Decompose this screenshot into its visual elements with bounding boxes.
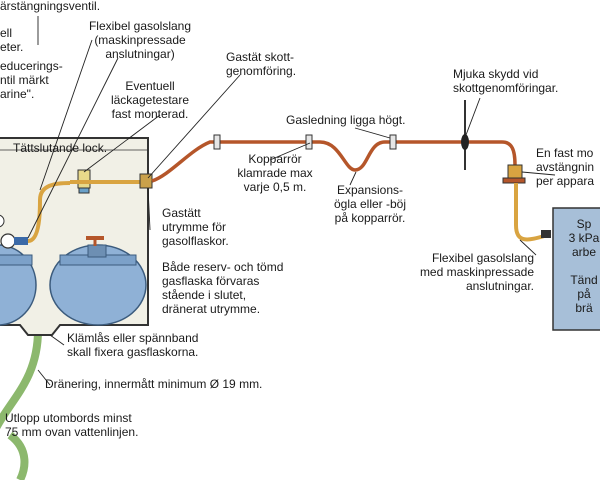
label-storage-note: Både reserv- och tömd gasflaska förvaras… (162, 260, 284, 316)
label-flex-hose-top: Flexibel gasolslang (maskinpressade ansl… (88, 19, 192, 61)
leader-lines (27, 16, 556, 386)
drain-hose-lower (7, 431, 29, 480)
soft-protection-grommet (461, 134, 469, 150)
label-outlet: Utlopp utombords minst 75 mm ovan vatten… (5, 411, 139, 439)
label-soft-protection: Mjuka skydd vid skottgenomföringar. (453, 67, 559, 95)
label-copper-clamped: Kopparrör klamrade max varje 0,5 m. (237, 152, 313, 194)
regulator-dial-icon (0, 214, 5, 228)
label-flex-hose-right: Flexibel gasolslang med maskinpressade a… (419, 251, 534, 293)
label-gas-tight-space: Gastätt utrymme för gasolflaskor. (162, 206, 229, 248)
leak-tester (77, 169, 91, 189)
drain-hose (0, 329, 42, 430)
gas-bottle-right (49, 236, 147, 326)
label-appliance: Sp 3 kPa arbe Tänd på brä (568, 217, 600, 315)
pipe-clamp (213, 134, 221, 150)
label-clamp-note: Klämlås eller spännband skall fixera gas… (67, 331, 199, 359)
pipe-clamp (305, 134, 313, 150)
gas-bottle-left (0, 244, 37, 326)
pipe-clamp (389, 134, 397, 150)
label-pipe-high: Gasledning ligga högt. (286, 113, 406, 127)
label-expansion-loop: Expansions- ögla eller -böj på kopparrör… (333, 183, 407, 225)
hose-connector (541, 230, 551, 238)
flex-hose-cabinet (27, 181, 71, 243)
label-bulkhead: Gastät skott- genomföring. (226, 50, 297, 78)
label-left-partial-2: educerings- ntil märkt arine". (0, 59, 63, 101)
label-left-partial-1: ell eter. (0, 26, 24, 54)
pressure-gauge-icon (0, 233, 16, 249)
label-tight-lid: Tättslutande lock. (13, 141, 108, 155)
copper-gas-pipe (151, 140, 517, 183)
regulator (14, 237, 28, 245)
label-drainage: Dränering, innermått minimum Ø 19 mm. (45, 377, 263, 391)
label-fixed-valve: En fast mo avstängnin per appara (536, 146, 595, 188)
shutoff-valve (507, 164, 523, 180)
label-top-shutoff: ärstängningsventil. (0, 0, 101, 13)
gas-appliance (552, 207, 600, 331)
label-leak-tester: Eventuell läckagetestare fast monterad. (110, 79, 190, 121)
